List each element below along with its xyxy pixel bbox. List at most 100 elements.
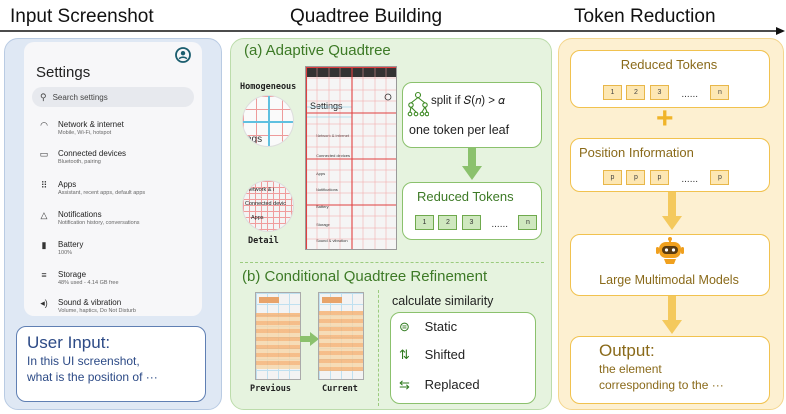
reduced-tokens-box: Reduced Tokens 1 2 3 ...... n <box>570 50 770 108</box>
item-subtitle: Bluetooth, pairing <box>58 159 101 165</box>
replace-icon: ⇆ <box>399 377 410 392</box>
mini-row: Network & internet <box>316 133 349 138</box>
position-info-title: Position Information <box>579 145 694 160</box>
green-token-row: 1 2 3 ...... n <box>415 211 538 230</box>
position-token: p <box>710 170 730 185</box>
current-screen <box>318 292 364 380</box>
lmm-box: Large Multimodal Models <box>570 234 770 296</box>
user-input-label: User Input: <box>27 333 111 352</box>
state-label: Shifted <box>424 347 466 362</box>
item-title: Connected devices <box>58 149 127 158</box>
zoom-line: Connected devic <box>245 201 286 207</box>
robot-icon <box>656 237 684 264</box>
output-box: Output: the element corresponding to the… <box>570 336 770 404</box>
user-input-line2: what is the position of ··· <box>27 370 158 384</box>
search-icon: ⚲ <box>40 91 47 102</box>
right-arrow-green <box>300 332 319 346</box>
apps-icon: ⠿ <box>40 180 48 190</box>
quadtree-screenshot: Settings Network & internet Connected de… <box>305 66 397 250</box>
previous-screen <box>255 292 301 380</box>
detail-label: Detail <box>248 236 279 246</box>
adaptive-quadtree-title: (a) Adaptive Quadtree <box>244 42 391 59</box>
state-static: ⊜ Static <box>399 319 457 335</box>
speaker-icon: ◂) <box>40 298 48 308</box>
item-subtitle: Mobile, Wi-Fi, hotspot <box>58 130 112 136</box>
phone-screenshot: Settings ⚲ Search settings ◠ Network & i… <box>24 42 202 316</box>
homogeneous-zoom: ngs <box>242 95 294 147</box>
wifi-icon: ◠ <box>40 120 48 130</box>
item-title: Sound & vibration <box>58 298 122 307</box>
header-token-reduction: Token Reduction <box>574 6 716 27</box>
item-title: Apps <box>58 180 77 189</box>
zoom-line: Apps <box>251 215 264 221</box>
detail-zoom: network & i Connected devic Apps <box>242 180 294 232</box>
mini-row: Apps <box>316 171 326 176</box>
position-token-row: p p p ...... p <box>603 166 730 185</box>
token-ellipsis: ...... <box>491 219 509 230</box>
conditional-title: (b) Conditional Quadtree Refinement <box>242 268 488 285</box>
token-ellipsis: ...... <box>681 174 699 185</box>
shift-icon: ⇅ <box>399 347 410 362</box>
mini-row: Connected devices <box>316 153 351 158</box>
item-title: Battery <box>58 240 84 249</box>
section-divider <box>240 262 544 263</box>
similarity-states-box: ⊜ Static ⇅ Shifted ⇆ Replaced <box>390 312 536 404</box>
settings-title: Settings <box>36 64 91 81</box>
token: 1 <box>603 85 622 100</box>
state-replaced: ⇆ Replaced <box>399 377 480 393</box>
item-title: Network & internet <box>58 120 124 129</box>
previous-label: Previous <box>250 384 291 394</box>
token: 2 <box>626 85 646 100</box>
token: 2 <box>438 215 458 230</box>
mini-settings-title: Settings <box>310 101 343 111</box>
leaf-rule-text: one token per leaf <box>409 123 510 137</box>
user-input-box: User Input: In this UI screenshot, what … <box>16 326 206 402</box>
reduced-tokens-label: Reduced Tokens <box>417 189 514 204</box>
search-bar[interactable]: ⚲ Search settings <box>32 87 194 107</box>
mini-row: Sound & vibration <box>316 238 348 243</box>
account-icon <box>175 47 191 63</box>
token-ellipsis: ...... <box>681 89 699 100</box>
vertical-divider <box>378 290 379 406</box>
position-token: p <box>626 170 646 185</box>
devices-icon: ▭ <box>39 149 49 159</box>
battery-icon: ▮ <box>41 240 47 250</box>
current-label: Current <box>322 384 358 394</box>
timeline-arrow <box>0 27 785 35</box>
mini-row: Notifications <box>316 187 338 192</box>
mini-row: Battery <box>316 204 329 209</box>
bell-icon: △ <box>40 210 48 220</box>
split-rule-box: split if 𝑆(𝑛) > 𝛼 one token per leaf <box>402 82 542 148</box>
zoom-line: network & i <box>247 187 275 193</box>
output-line2: corresponding to the ··· <box>599 378 724 392</box>
down-arrow-yellow-1 <box>662 192 682 230</box>
item-title: Storage <box>58 270 87 279</box>
item-title: Notifications <box>58 210 102 219</box>
split-rule-text: split if 𝑆(𝑛) > 𝛼 <box>431 95 505 107</box>
mini-row: Storage <box>316 222 331 227</box>
lmm-label: Large Multimodal Models <box>599 273 739 287</box>
header-quadtree-building: Quadtree Building <box>290 6 443 27</box>
down-arrow-yellow-2 <box>662 296 682 334</box>
token: 1 <box>415 215 434 230</box>
down-arrow-green <box>462 148 482 180</box>
reduced-tokens-title: Reduced Tokens <box>620 57 718 72</box>
output-label: Output: <box>599 341 655 360</box>
item-subtitle: Assistant, recent apps, default apps <box>58 190 146 196</box>
zoom-text: ngs <box>246 134 263 145</box>
state-shifted: ⇅ Shifted <box>399 347 465 363</box>
token: n <box>518 215 538 230</box>
static-icon: ⊜ <box>399 319 410 334</box>
state-label: Static <box>424 319 458 334</box>
header-input-screenshot: Input Screenshot <box>10 6 154 27</box>
item-subtitle: Volume, haptics, Do Not Disturb <box>58 308 136 314</box>
position-token: p <box>649 170 669 185</box>
item-subtitle: 48% used - 4.14 GB free <box>58 280 119 286</box>
